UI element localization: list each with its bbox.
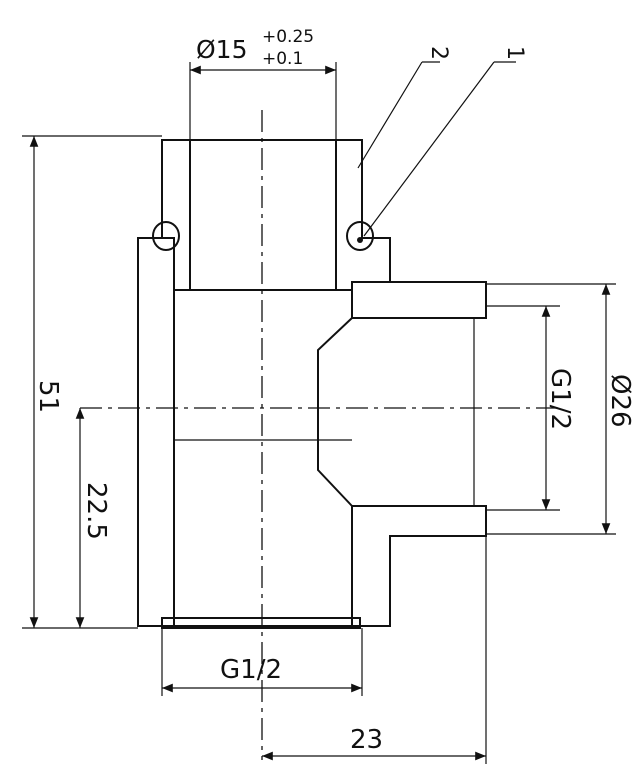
dim-branch-diameter: Ø26 xyxy=(486,283,635,535)
o-ring-seals xyxy=(152,221,374,251)
tee-body-section xyxy=(137,139,487,629)
overall-height-value: 51 xyxy=(33,380,63,413)
center-lines xyxy=(80,110,560,760)
branch-thread-value: G1/2 xyxy=(545,368,575,430)
center-height-value: 22.5 xyxy=(81,482,111,540)
bottom-thread-value: G1/2 xyxy=(220,655,282,685)
dim-overall-height: 51 xyxy=(22,135,162,629)
top-diameter-value: Ø15 xyxy=(196,35,248,64)
inner-bore-outline xyxy=(138,139,475,627)
dim-bottom-thread: G1/2 xyxy=(161,628,363,696)
callout-1: 1 xyxy=(363,46,527,237)
dim-branch-offset: 23 xyxy=(262,536,487,764)
callout-1-label: 1 xyxy=(502,46,527,60)
top-diameter-lower-tol: +0.1 xyxy=(262,49,303,69)
branch-diameter-value: Ø26 xyxy=(605,374,635,428)
top-diameter-upper-tol: +0.25 xyxy=(262,27,314,47)
callout-2-label: 2 xyxy=(426,46,451,60)
dim-center-height: 22.5 xyxy=(75,408,111,628)
dim-branch-thread: G1/2 xyxy=(486,305,575,511)
branch-offset-value: 23 xyxy=(350,725,383,755)
dim-top-diameter: Ø15 +0.25 +0.1 xyxy=(189,27,337,140)
callout-2: 2 xyxy=(357,46,451,169)
